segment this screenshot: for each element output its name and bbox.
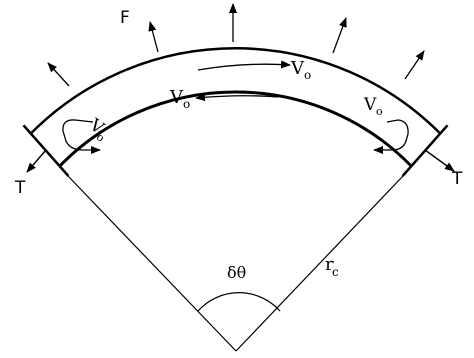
velocity-label-right: V o xyxy=(363,95,383,118)
inner-wall-arc xyxy=(58,90,413,168)
left-circulation-loop xyxy=(62,119,101,154)
tension-label-left: T xyxy=(14,178,26,198)
velocity-label-middle-main: V xyxy=(169,87,184,108)
right-radius-line xyxy=(235,175,404,352)
velocity-label-middle-sub: o xyxy=(183,97,190,111)
force-arrow-1 xyxy=(47,62,70,87)
tension-arrow-right xyxy=(424,149,455,172)
tension-label-right: T xyxy=(451,169,463,189)
outer-wall-arc xyxy=(29,47,442,135)
flow-arrow-top xyxy=(197,60,291,71)
velocity-label-middle: V o xyxy=(169,87,190,111)
angle-label: δθ xyxy=(227,263,246,282)
velocity-label-top: V o xyxy=(290,58,311,82)
velocity-label-right-main: V xyxy=(363,95,377,115)
angle-arc xyxy=(197,292,281,312)
velocity-label-top-main: V xyxy=(290,58,305,79)
force-arrow-4 xyxy=(332,17,347,54)
radius-label-main: r xyxy=(325,254,334,275)
left-radius-line xyxy=(67,175,237,352)
radius-label-sub: c xyxy=(332,265,339,279)
radius-label: r c xyxy=(325,254,339,279)
right-circulation-loop xyxy=(373,119,409,154)
force-arrow-2 xyxy=(148,21,159,53)
tension-arrows xyxy=(26,149,455,173)
flow-arrow-middle xyxy=(195,93,279,102)
force-arrow-5 xyxy=(404,50,425,80)
flow-arrows xyxy=(195,60,291,102)
velocity-label-top-sub: o xyxy=(304,68,311,82)
tension-arrow-left xyxy=(26,149,47,173)
force-arrows xyxy=(47,3,425,87)
force-label: F xyxy=(120,8,130,28)
velocity-label-right-sub: o xyxy=(376,105,383,118)
